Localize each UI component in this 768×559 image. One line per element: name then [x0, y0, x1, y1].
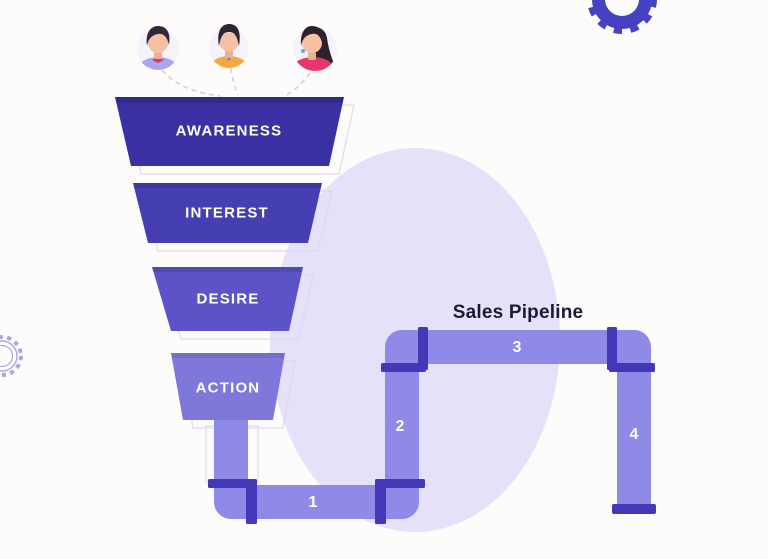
- avatar-2-shirt: [209, 56, 249, 68]
- connector-line-2: [230, 67, 239, 96]
- funnel-stage-interest-lip: [133, 183, 322, 188]
- gear-icon-top-right: [587, 0, 657, 34]
- joint-pipe2-top: [381, 363, 426, 372]
- avatar-1-hair: [146, 26, 170, 46]
- joint-pipe2-bottom: [379, 479, 425, 488]
- funnel-stage-awareness: [115, 97, 344, 166]
- gear-icon-left: [0, 335, 23, 377]
- avatar-1-neck: [154, 51, 162, 59]
- connector-line-3: [284, 72, 311, 97]
- avatar-2-neck: [225, 50, 233, 58]
- avatar-2-face: [219, 32, 239, 52]
- joint-spout-bottom: [208, 479, 254, 488]
- gear-outline-ring: [0, 340, 18, 372]
- pipeline-joints: [208, 327, 656, 524]
- funnel-stage-label-awareness: AWARENESS: [175, 122, 283, 140]
- pipeline-title: Sales Pipeline: [452, 302, 584, 323]
- gear-outline-hub: [0, 344, 14, 368]
- funnel-stage-label-desire: DESIRE: [196, 290, 260, 308]
- avatar-customer-2: [209, 24, 249, 68]
- avatar-connectors: [161, 67, 311, 97]
- joint-pipe1-left: [246, 479, 257, 524]
- pipe-segment-number-2: 2: [395, 418, 405, 435]
- funnel-stage-awareness-lip: [115, 97, 344, 103]
- joint-pipe1-right: [375, 479, 386, 524]
- avatar-3-hair-front: [300, 26, 324, 46]
- avatar-2-hair: [218, 24, 240, 46]
- funnel-stage-action-lip: [171, 353, 285, 358]
- avatar-1-shirt: [137, 57, 179, 70]
- avatar-3-neck: [308, 52, 316, 60]
- gear-teeth: [587, 0, 657, 34]
- connector-line-1: [161, 69, 221, 97]
- joint-pipe3-right: [607, 327, 617, 370]
- avatar-3-earring: [301, 49, 305, 53]
- pipe-segment-number-4: 4: [629, 426, 639, 443]
- avatar-1-face: [148, 33, 168, 53]
- funnel-stage-label-action: ACTION: [195, 379, 261, 397]
- gear-ring: [592, 0, 652, 29]
- pipe-segment-number-1: 1: [308, 494, 318, 511]
- pipe-segment-number-3: 3: [512, 339, 522, 356]
- joint-pipe4-endcap: [612, 504, 656, 514]
- avatar-customer-3: [293, 26, 337, 71]
- avatar-3-shirt: [293, 57, 337, 71]
- funnel-stage-label-interest: INTEREST: [185, 204, 269, 222]
- gear-outline-teeth: [0, 335, 23, 377]
- funnel-stage-interest: [133, 183, 322, 243]
- funnel-stage-desire: [152, 267, 303, 331]
- funnel-stage-desire-lip: [152, 267, 303, 272]
- avatar-3-face: [302, 33, 322, 53]
- avatar-customer-1: [137, 26, 179, 70]
- joint-pipe4-top: [609, 363, 655, 372]
- funnel: [115, 97, 344, 420]
- joint-pipe3-left: [418, 327, 428, 370]
- funnel-stage-action: [171, 353, 285, 420]
